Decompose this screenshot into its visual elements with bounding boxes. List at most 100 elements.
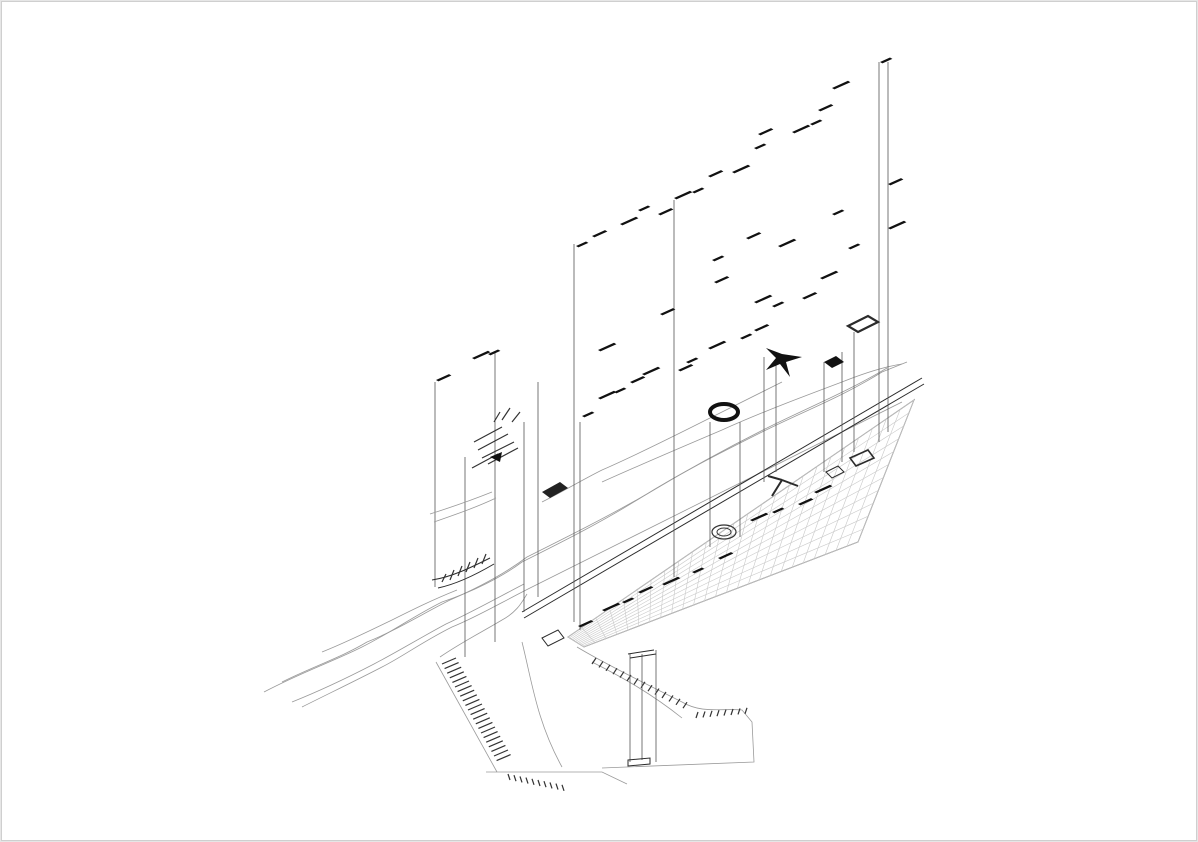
building-mark [750,512,769,522]
grid-line [726,513,749,593]
grid-line [704,532,721,601]
square-block-object [824,356,845,479]
building-mark [798,498,814,506]
lower-tower-object [627,649,657,767]
street-hatch [598,661,604,668]
grid-line [857,399,915,543]
street-hatch [682,701,688,709]
building-mark [832,80,851,90]
street-hatch [702,711,706,718]
building-mark [630,376,646,384]
street-hatch [452,675,467,683]
street-hatch [695,711,699,719]
building-mark [754,324,770,332]
building-mark [888,178,904,186]
street-hatch [531,778,535,785]
building-mark [820,270,839,280]
building-mark [620,216,639,226]
street-hatch [488,740,504,748]
street-hatch [480,726,496,734]
building-mark [802,292,818,300]
grid-line [671,561,680,614]
building-mark [792,124,811,134]
building-mark [678,364,694,372]
street-hatch [555,783,559,790]
street-hatch [491,744,506,752]
building-mark [810,119,823,126]
building-mark [692,567,705,574]
street-hatch [459,689,475,697]
building-mark [686,357,699,364]
building-mark [732,164,751,174]
street-hatch [454,680,470,688]
street-hatch [446,666,462,674]
grid-line [570,425,904,640]
grid-line [567,636,585,648]
grid-line [824,428,873,555]
grid-line [582,528,864,647]
street-hatch [619,671,625,678]
street-hatch [543,781,547,788]
street-hatch [485,735,501,743]
grid-line [573,451,894,641]
building-mark [638,205,651,212]
street-hatch [730,708,734,716]
street-hatch [507,773,511,781]
street-hatch [549,782,553,789]
street-hatch [661,691,667,699]
building-mark [582,411,595,418]
grid-line [802,447,846,564]
grid-line [623,599,629,631]
grid-line [636,589,640,627]
grid-line [583,541,859,648]
grid-line [715,523,735,597]
grid-line [693,542,707,606]
frame-object [845,314,881,467]
projection-lines [434,62,889,762]
building-mark [436,374,452,382]
curved-plan-object [429,491,497,589]
building-mark [598,390,617,400]
grid-line [835,418,887,551]
street-hatch [723,709,727,716]
grid-line [660,570,666,618]
grid-line [780,466,818,572]
grid-line [578,490,879,644]
building-mark [848,243,861,250]
building-mark [602,602,621,612]
street-hatch [633,678,639,685]
grid-line [580,515,869,646]
lower-left-settlement [435,593,628,791]
street-hatch [467,703,483,711]
grid-line [770,475,804,576]
building-mark [818,104,834,112]
building-mark [578,620,594,628]
street-hatch [525,777,529,784]
building-mark [662,576,681,586]
tri-star-object [766,348,802,497]
street-hatch [441,657,457,665]
street-hatch [465,698,480,706]
grid-line [748,494,776,585]
grid-line [576,477,884,643]
lower-right-settlement [576,646,755,769]
building-mark [592,230,608,238]
building-mark [488,349,501,356]
street-hatch [513,775,517,782]
building-mark [772,507,785,514]
building-mark [758,128,774,136]
main-boulevard [521,377,925,619]
street-hatch [449,671,465,679]
building-mark [888,220,907,230]
street-hatch [675,698,681,706]
building-mark [772,301,785,308]
street-hatch [493,749,509,757]
grid-line [682,551,693,610]
building-mark [778,238,797,248]
building-mark [746,232,762,240]
grid-line [846,409,901,547]
street-cluster-object [471,407,521,469]
grid-line [579,503,874,645]
street-hatch [668,695,674,702]
ring-object [708,402,740,540]
